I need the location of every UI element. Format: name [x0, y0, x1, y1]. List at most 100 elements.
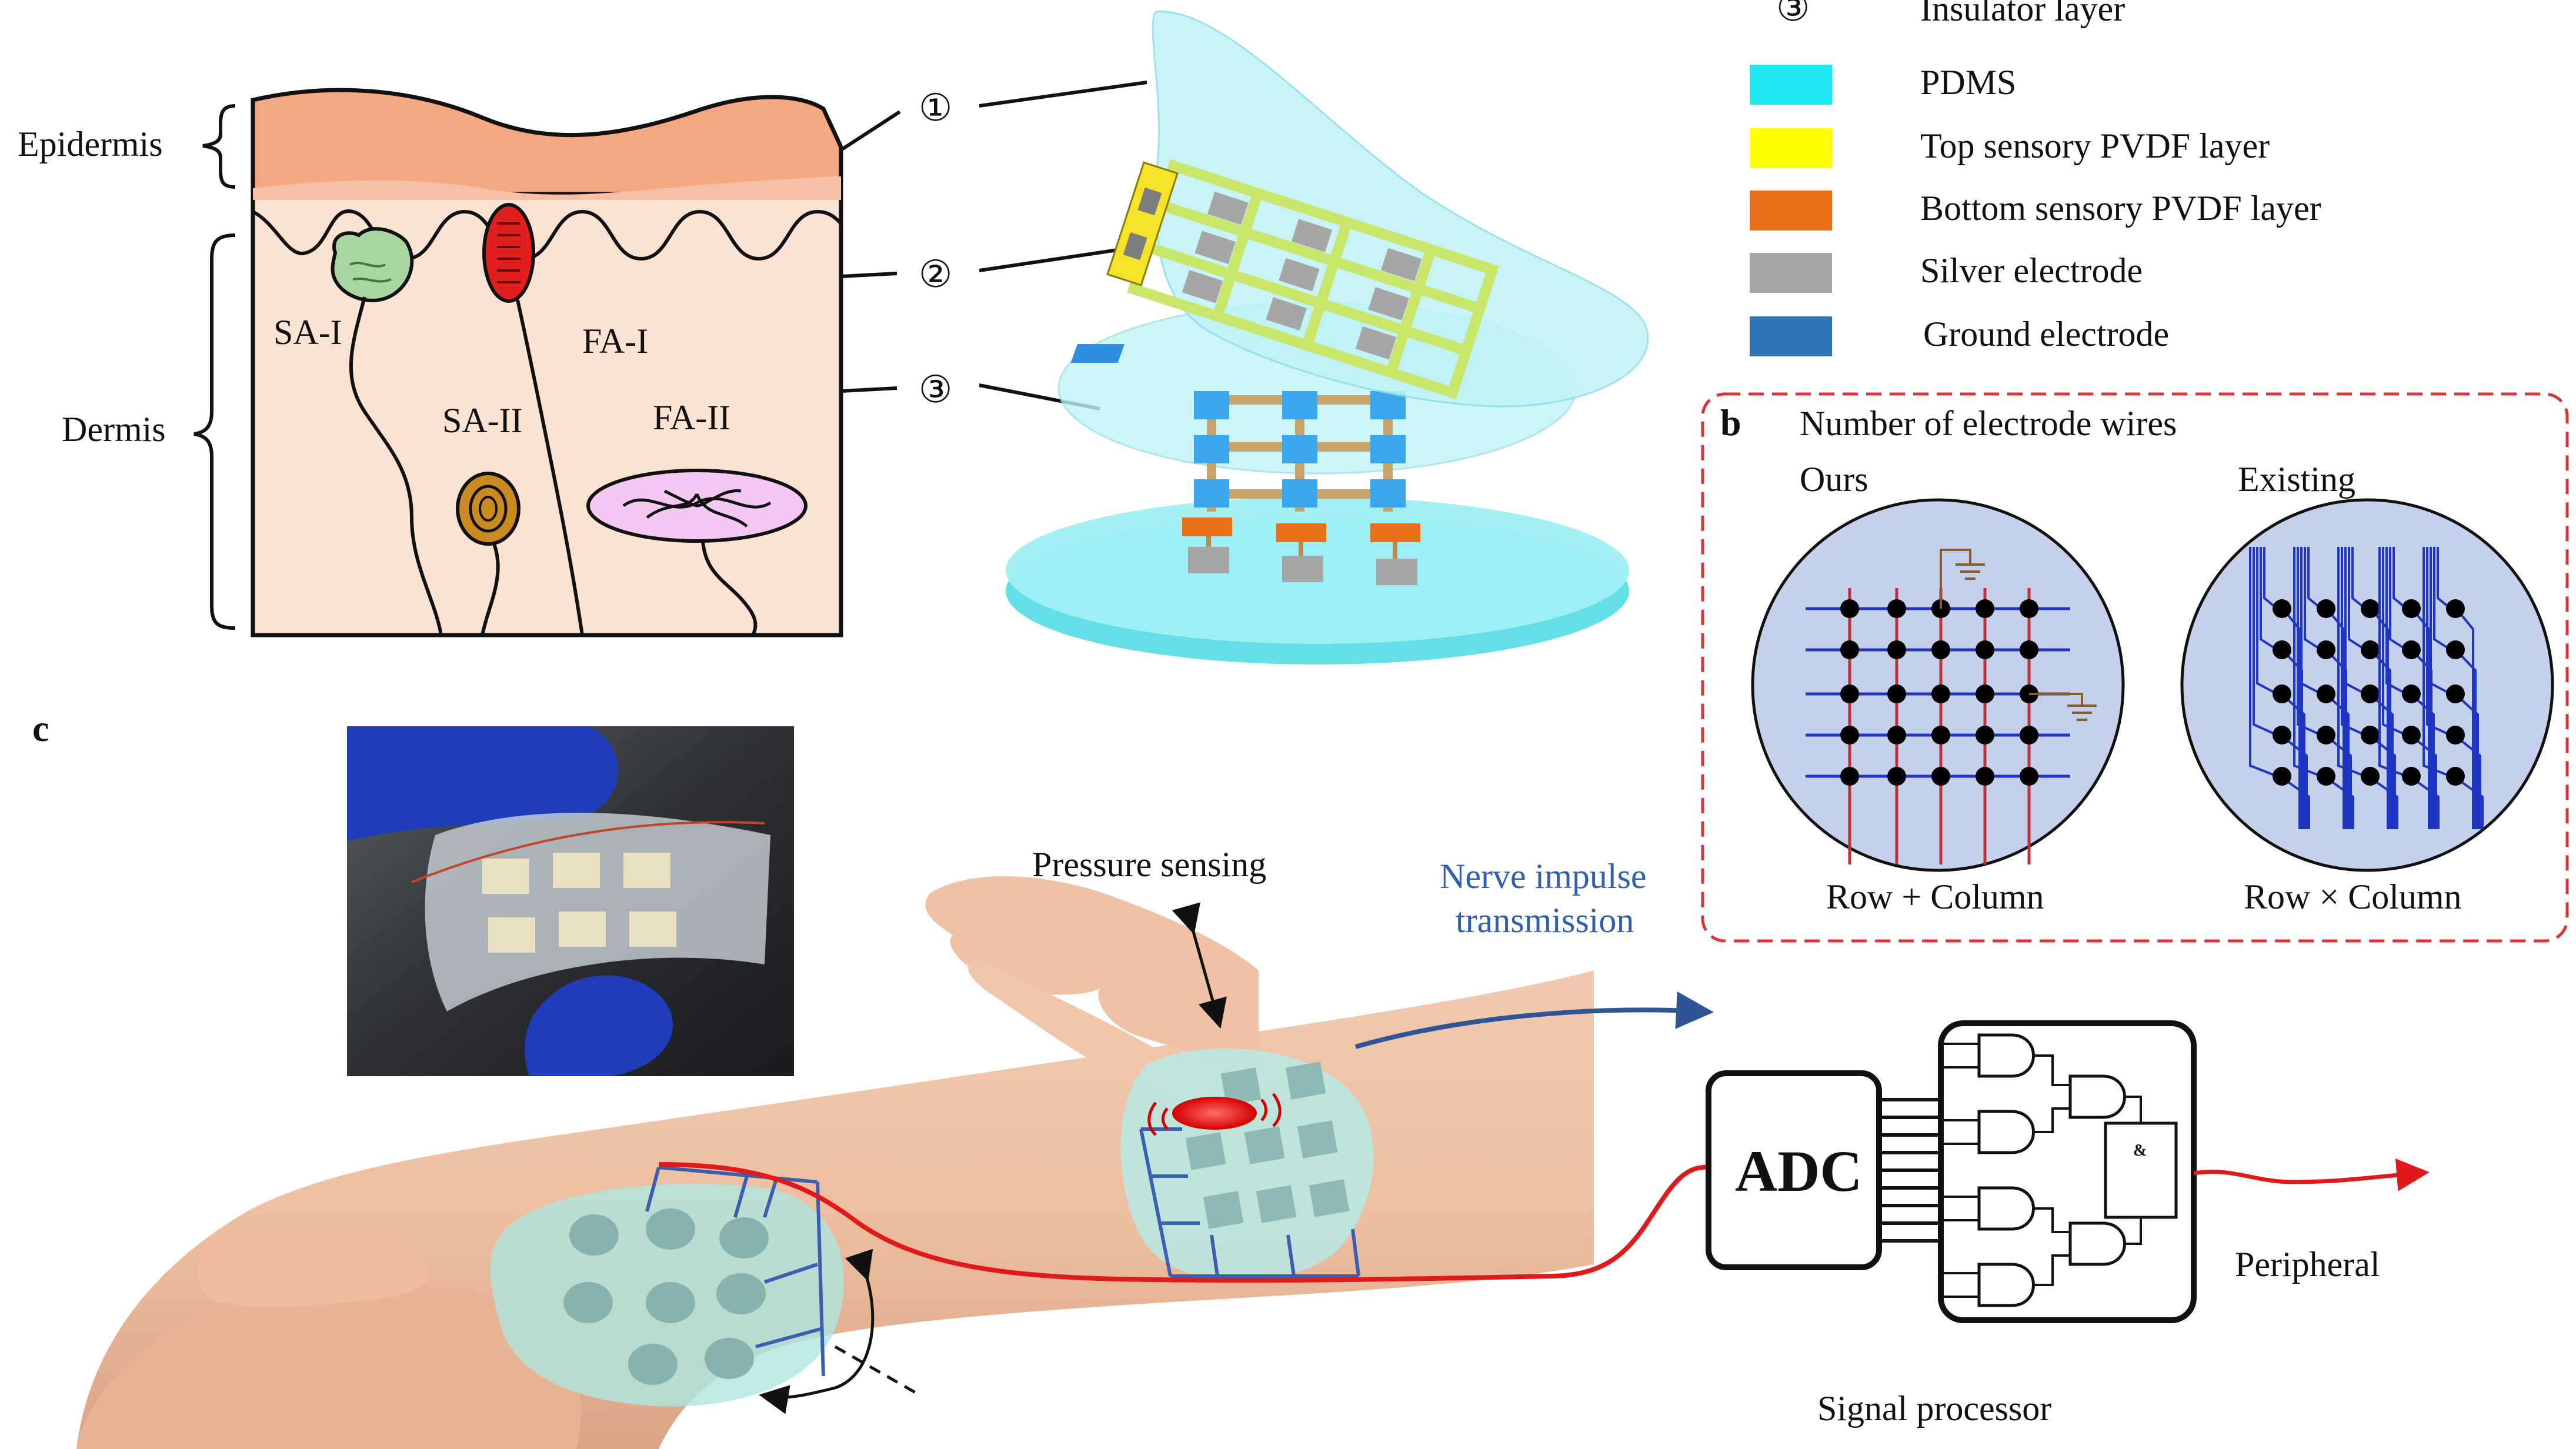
existing-wire-bottom: [2415, 780, 2440, 829]
panel-c-letter: c: [32, 707, 49, 749]
legend-top-pvdf-label: Top sensory PVDF layer: [1920, 126, 2270, 165]
ours-grid: [1806, 549, 2097, 864]
panel-c: c: [32, 707, 2430, 1449]
existing-wire-top: [2382, 547, 2407, 736]
pressure-sensing-label: Pressure sensing: [1032, 845, 1266, 884]
leader-2-device: [979, 248, 1118, 272]
existing-wire-top: [2378, 547, 2407, 777]
existing-wire-bottom: [2285, 697, 2305, 829]
existing-wire-top: [2337, 547, 2366, 777]
existing-wire-bottom: [2285, 780, 2310, 829]
existing-wire-top: [2260, 547, 2278, 651]
gnd-7: [1194, 479, 1229, 508]
top-pad-4: [1194, 231, 1236, 265]
up-pad-5: [1297, 1120, 1338, 1158]
gnd-2: [1282, 391, 1317, 419]
top-pad-6: [1368, 287, 1409, 320]
ours-electrode-dot: [1976, 767, 1994, 786]
wr-pad-8: [705, 1338, 754, 1379]
existing-electrode-dot: [2273, 685, 2291, 703]
existing-electrode-dot: [2402, 685, 2421, 703]
existing-wire-top: [2393, 547, 2408, 610]
existing-electrode-dot: [2273, 599, 2291, 618]
ours-electrode-dot: [1840, 685, 1859, 703]
panel-b-title: Number of electrode wires: [1800, 404, 2177, 443]
existing-electrode-dot: [2446, 726, 2465, 744]
marker-1: ①: [919, 87, 952, 129]
existing-electrode-dot: [2361, 685, 2380, 703]
top-pad-5: [1279, 258, 1320, 292]
papillary-band: [253, 176, 841, 200]
and-gate-1: [1977, 1033, 2035, 1078]
fa-i-nerve: [516, 299, 584, 636]
existing-wire-top: [2348, 547, 2367, 651]
existing-wire-bottom: [2459, 780, 2484, 829]
existing-electrode-dot: [2273, 726, 2291, 744]
existing-wire-top: [2300, 547, 2322, 695]
existing-electrode-dot: [2273, 767, 2291, 786]
existing-electrode-dot: [2402, 640, 2421, 659]
nerve-impulse-label-1: Nerve impulse: [1440, 857, 1647, 896]
panel-b-letter: b: [1720, 402, 1741, 443]
top-pad-7: [1182, 270, 1223, 303]
up-pad-8: [1309, 1179, 1350, 1217]
existing-wire-bottom: [2374, 780, 2398, 829]
legend-bottom-pvdf-swatch: [1750, 191, 1832, 231]
ground-electrode-array: [1070, 344, 1406, 512]
existing-wire-bottom: [2285, 612, 2301, 829]
ours-electrode-dot: [1931, 640, 1950, 659]
existing-grid: [2249, 547, 2484, 829]
sa-ii-core-inner: [479, 496, 498, 522]
top-pad-2: [1291, 219, 1333, 252]
and-gate-6: [2068, 1221, 2126, 1266]
ours-electrode-dot: [2020, 767, 2038, 786]
existing-wire-top: [2297, 547, 2322, 736]
pressure-wave-right: [1260, 1093, 1282, 1127]
ground-symbol-icon: [1940, 549, 1985, 609]
wr-pad-7: [628, 1344, 678, 1385]
ours-electrode-dot: [1840, 640, 1859, 659]
leader-1-device: [979, 81, 1147, 108]
existing-electrode-dot: [2402, 726, 2421, 744]
device-exploded-view: [1006, 11, 1649, 665]
epidermis-label: Epidermis: [18, 125, 163, 163]
existing-electrode-dot: [2273, 640, 2291, 659]
sa-i-label: SA-I: [273, 313, 342, 352]
panel-b: b Number of electrode wires Ours Existin…: [1701, 392, 2569, 943]
existing-wire-top: [2307, 547, 2323, 610]
wr-pad-2: [646, 1208, 695, 1250]
bot-pad-2: [1276, 523, 1326, 542]
bend-axis-dashed: [834, 1345, 919, 1395]
existing-wire-bottom: [2330, 612, 2345, 829]
legend-silver-label: Silver electrode: [1920, 251, 2143, 290]
existing-electrode-dot: [2361, 599, 2380, 618]
ours-electrode-dot: [1976, 685, 1994, 703]
existing-wire-bottom: [2459, 653, 2477, 829]
existing-electrode-dot: [2361, 640, 2380, 659]
output-signal-line: [2193, 1158, 2430, 1191]
ours-electrode-dot: [1887, 640, 1906, 659]
bot-wire-1: [1206, 536, 1397, 559]
device-photo: [347, 726, 794, 1076]
existing-wire-top: [2430, 547, 2451, 695]
ours-electrode-dot: [1840, 726, 1859, 744]
existing-electrode-dot: [2402, 599, 2421, 618]
legend-ground-label: Ground electrode: [1923, 315, 2169, 353]
ours-label: Ours: [1800, 460, 1868, 499]
and-gate-4: [1977, 1263, 2035, 1307]
ours-electrode-dot: [1887, 685, 1906, 703]
up-pad-7: [1256, 1185, 1297, 1223]
fa-i-label: FA-I: [582, 322, 648, 360]
existing-electrode-dot: [2317, 767, 2335, 786]
fa-i-receptor-icon: [482, 203, 535, 303]
existing-electrode-dot: [2446, 599, 2465, 618]
dermis-brace: [193, 233, 236, 630]
fa-ii-fibers: [622, 489, 772, 527]
existing-wire-top: [2293, 547, 2322, 777]
existing-electrode-dot: [2317, 640, 2335, 659]
fa-i-coil: [497, 222, 520, 283]
legend-bottom-pvdf-label: Bottom sensory PVDF layer: [1920, 189, 2321, 228]
wrist-patch-pads: [563, 1166, 825, 1385]
legend-ground-swatch: [1750, 316, 1832, 356]
bot-silver-3: [1376, 559, 1417, 585]
